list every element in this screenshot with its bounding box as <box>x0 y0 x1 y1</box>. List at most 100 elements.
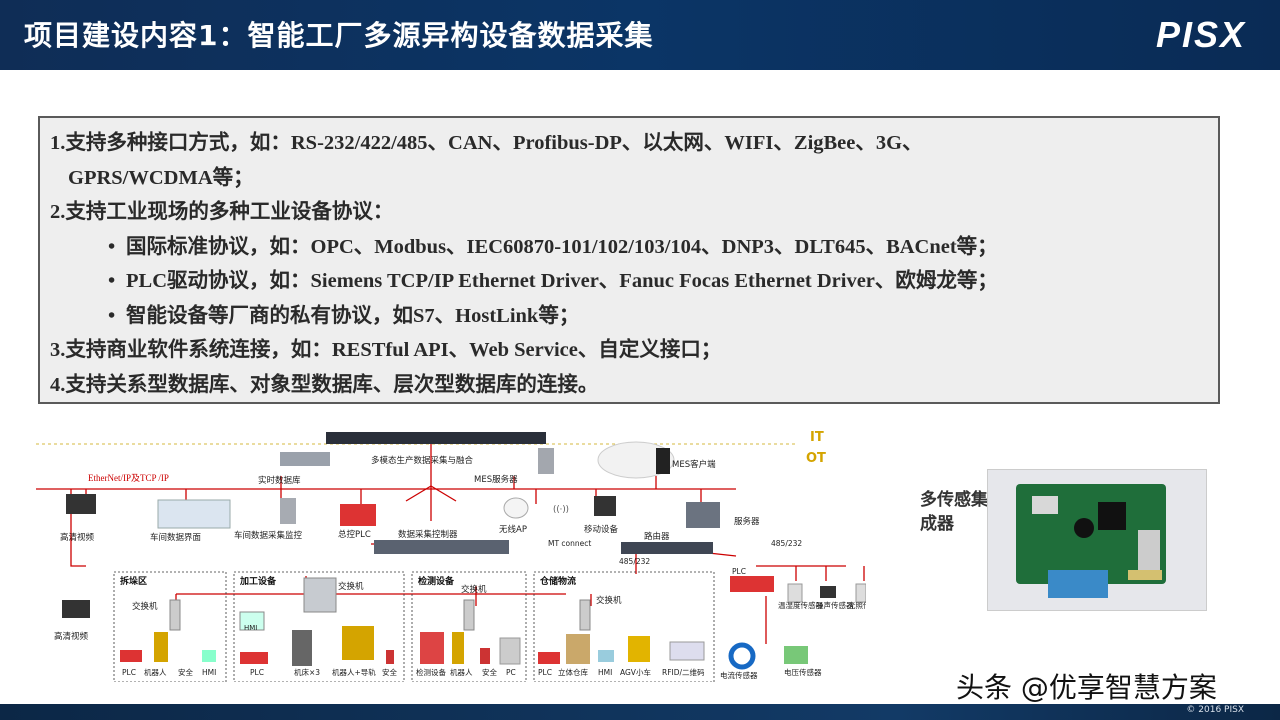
row4-agv: AGV小车 <box>620 667 651 677</box>
switch-icon-1 <box>169 599 181 631</box>
hmi-icon <box>202 650 216 662</box>
hd-video-label-2: 高清视频 <box>54 631 89 642</box>
hmi-label: HMI <box>244 624 257 632</box>
safety-icon <box>386 650 394 664</box>
zone-inspection-label: 检测设备 <box>418 575 455 587</box>
server-tower-icon <box>280 498 296 524</box>
camera-icon-2 <box>62 600 90 618</box>
pc-icon <box>499 637 521 665</box>
plc-icon-right <box>730 576 774 592</box>
monitor-icon <box>157 499 231 529</box>
safety-icon <box>480 648 490 664</box>
sensor-board-photo <box>987 469 1207 611</box>
plc-icon <box>120 650 142 662</box>
zone-machining-box <box>233 571 405 682</box>
switch-label-4: 交换机 <box>596 595 622 606</box>
row4-plc: PLC <box>538 668 552 677</box>
robot-icon <box>154 632 168 662</box>
switch-label-2: 交换机 <box>338 581 364 592</box>
zone-disassembly-label: 拆垛区 <box>120 575 147 587</box>
list-item-1-continued: GPRS/WCDMA等； <box>68 166 254 189</box>
plc-icon <box>340 504 376 526</box>
rs485-232-label-b: 485/232 <box>771 539 802 548</box>
workshop-monitor-label: 车间数据采集监控 <box>234 530 303 541</box>
inspection-rack-icon <box>420 632 444 664</box>
switch-icon-3 <box>463 599 475 631</box>
mt-connect-label: MT connect <box>548 539 591 548</box>
bullet-icon: • <box>108 270 116 292</box>
hmi-panel-icon <box>239 611 265 631</box>
workstation-icon <box>686 502 720 528</box>
voltage-sensor-label: 电压传感器 <box>784 667 822 677</box>
row3-robot: 机器人 <box>450 667 473 677</box>
switch-label-1: 交换机 <box>132 601 158 612</box>
temp-humidity-sensor-label: 温湿度传感器 <box>778 600 823 610</box>
sub-item-text: PLC驱动协议，如：Siemens TCP/IP Ethernet Driver… <box>126 270 998 292</box>
master-plc-label: 总控PLC <box>338 529 371 540</box>
row3-inspection: 检测设备 <box>416 667 446 677</box>
realtime-db-label: 实时数据库 <box>258 475 301 486</box>
pisx-logo: PISX <box>1155 14 1246 55</box>
feature-list-box: 1.支持多种接口方式，如：RS-232/422/485、CAN、Profibus… <box>38 116 1220 404</box>
switch-label-3: 交换机 <box>461 584 487 595</box>
footer-bar: © 2016 PISX <box>0 704 1280 720</box>
sub-item-text: 国际标准协议，如：OPC、Modbus、IEC60870-101/102/103… <box>126 235 998 258</box>
current-sensor-icon <box>728 642 756 670</box>
watermark-text: 头条 @优享智慧方案 <box>956 671 1217 704</box>
ethernet-label: EtherNet/IP及TCP /IP <box>88 473 169 483</box>
platform-label: 多模态生产数据采集与融合 <box>371 455 474 466</box>
plc-icon <box>240 652 268 664</box>
zone-warehouse-label: 仓储物流 <box>539 575 576 587</box>
row3-pc: PC <box>506 668 516 677</box>
mes-server-icon <box>538 448 554 474</box>
mes-client-person-icon <box>656 448 670 474</box>
light-sensor-icon <box>855 583 866 603</box>
mes-server-label: MES服务器 <box>474 474 518 485</box>
sub-item-standard-protocols: •国际标准协议，如：OPC、Modbus、IEC60870-101/102/10… <box>50 230 1208 265</box>
machine-tool-icon <box>292 630 312 666</box>
warehouse-rack-icon <box>566 634 590 664</box>
row2-machine: 机床×3 <box>294 667 320 677</box>
wireless-ap-label: 无线AP <box>499 524 527 535</box>
router-icon <box>621 542 713 554</box>
voltage-sensor-icon <box>784 646 808 664</box>
hmi-icon <box>598 650 614 662</box>
server-label: 服务器 <box>734 516 760 527</box>
switch-icon-2 <box>303 577 337 613</box>
sub-item-private-protocols: • 智能设备等厂商的私有协议，如S7、HostLink等； <box>50 299 1208 334</box>
row1-hmi: HMI <box>202 668 216 677</box>
ot-label: OT <box>806 451 826 466</box>
zone-disassembly-box <box>113 571 227 682</box>
rack-server-icon <box>326 432 546 444</box>
list-item-3: 3.支持商业软件系统连接，如：RESTful API、Web Service、自… <box>50 339 722 361</box>
copyright-text: © 2016 PISX <box>1186 705 1244 715</box>
sub-item-text: 智能设备等厂商的私有协议，如S7、HostLink等； <box>126 304 580 327</box>
switch-device-icon <box>374 540 509 554</box>
light-sensor-label: 光照传感器 <box>848 600 866 610</box>
row2-plc: PLC <box>250 668 264 677</box>
bullet-icon: • <box>108 304 116 327</box>
switch-icon-4 <box>579 599 591 631</box>
row1-robot: 机器人 <box>144 667 167 677</box>
mes-client-label: MES客户端 <box>672 459 716 470</box>
mobile-device-label: 移动设备 <box>584 524 619 535</box>
sub-item-plc-drivers: • PLC驱动协议，如：Siemens TCP/IP Ethernet Drive… <box>50 264 1208 299</box>
robot-icon <box>452 632 464 664</box>
row1-safety: 安全 <box>178 667 193 677</box>
row1-plc: PLC <box>122 668 136 677</box>
page-title: 项目建设内容1：智能工厂多源异构设备数据采集 <box>24 19 654 52</box>
circuit-board-image <box>988 470 1206 610</box>
tablet-icon <box>594 496 616 516</box>
robot-rail-icon <box>342 626 374 660</box>
list-item-2: 2.支持工业现场的多种工业设备协议： <box>50 201 394 223</box>
noise-sensor-icon <box>820 586 836 598</box>
hd-video-label-1: 高清视频 <box>60 532 95 543</box>
temp-humidity-sensor-icon <box>787 583 803 603</box>
wireless-ap-icon <box>503 497 529 519</box>
title-bar: 项目建设内容1：智能工厂多源异构设备数据采集 PISX <box>0 0 1280 70</box>
workshop-ui-label: 车间数据界面 <box>150 532 202 543</box>
zone-machining-label: 加工设备 <box>239 575 277 587</box>
zone-warehouse-box <box>533 571 715 682</box>
router-label: 路由器 <box>644 531 670 542</box>
realtime-db-icon <box>280 452 330 466</box>
